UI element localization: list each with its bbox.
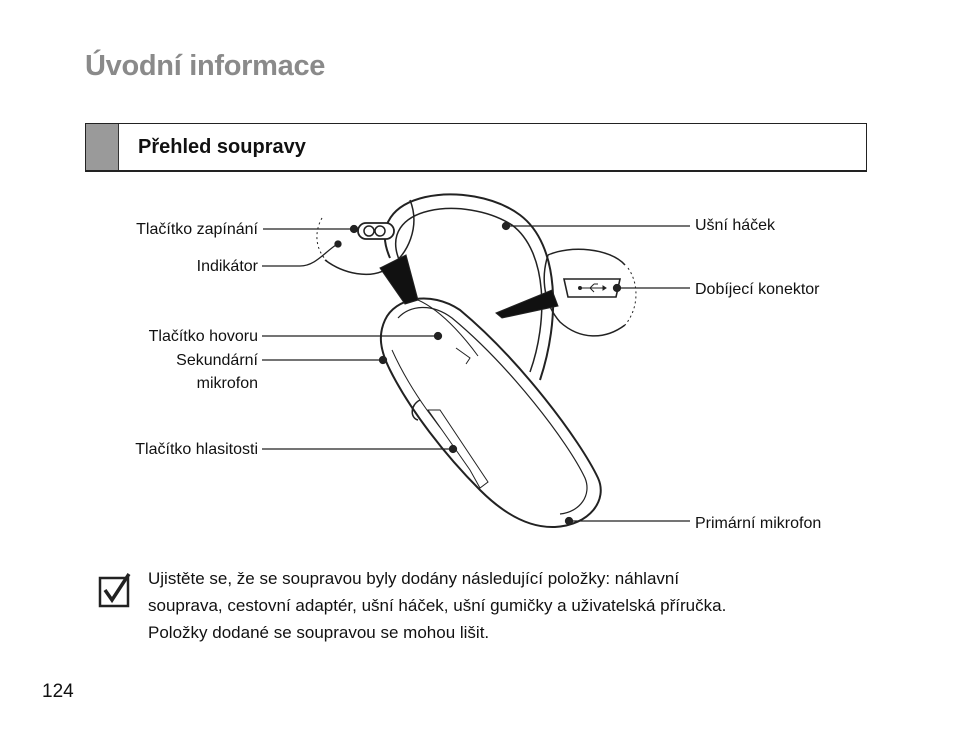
label-ear-hook: Ušní háček: [695, 217, 776, 234]
checkbox-checked-icon: [98, 573, 131, 608]
label-secondary-mic-1: Sekundární: [176, 352, 258, 369]
label-power-button: Tlačítko zapínání: [136, 221, 258, 238]
usb-icon: [578, 283, 607, 293]
label-secondary-mic-2: mikrofon: [196, 375, 258, 392]
page-number: 124: [42, 681, 74, 702]
section-tab: [86, 124, 119, 170]
label-primary-mic: Primární mikrofon: [695, 515, 822, 532]
page-title: Úvodní informace: [85, 50, 326, 82]
ear-hook-illustration: [383, 193, 555, 381]
power-callout: [316, 199, 419, 305]
section-title: Přehled soupravy: [138, 136, 306, 158]
charger-callout: [495, 248, 637, 337]
note-text: Ujistěte se, že se soupravou byly dodány…: [148, 565, 848, 646]
label-call-button: Tlačítko hovoru: [148, 328, 258, 345]
leader-lines: [262, 221, 690, 526]
note-line-2: souprava, cestovní adaptér, ušní háček, …: [148, 596, 727, 615]
headset-body: [379, 297, 602, 529]
label-charger-connector: Dobíjecí konektor: [695, 281, 820, 298]
note-line-1: Ujistěte se, že se soupravou byly dodány…: [148, 569, 680, 588]
section-header: Přehled soupravy: [85, 123, 867, 172]
note-line-3: Položky dodané se soupravou se mohou liš…: [148, 623, 490, 642]
label-volume-button: Tlačítko hlasitosti: [135, 441, 258, 458]
label-indicator: Indikátor: [196, 258, 258, 275]
